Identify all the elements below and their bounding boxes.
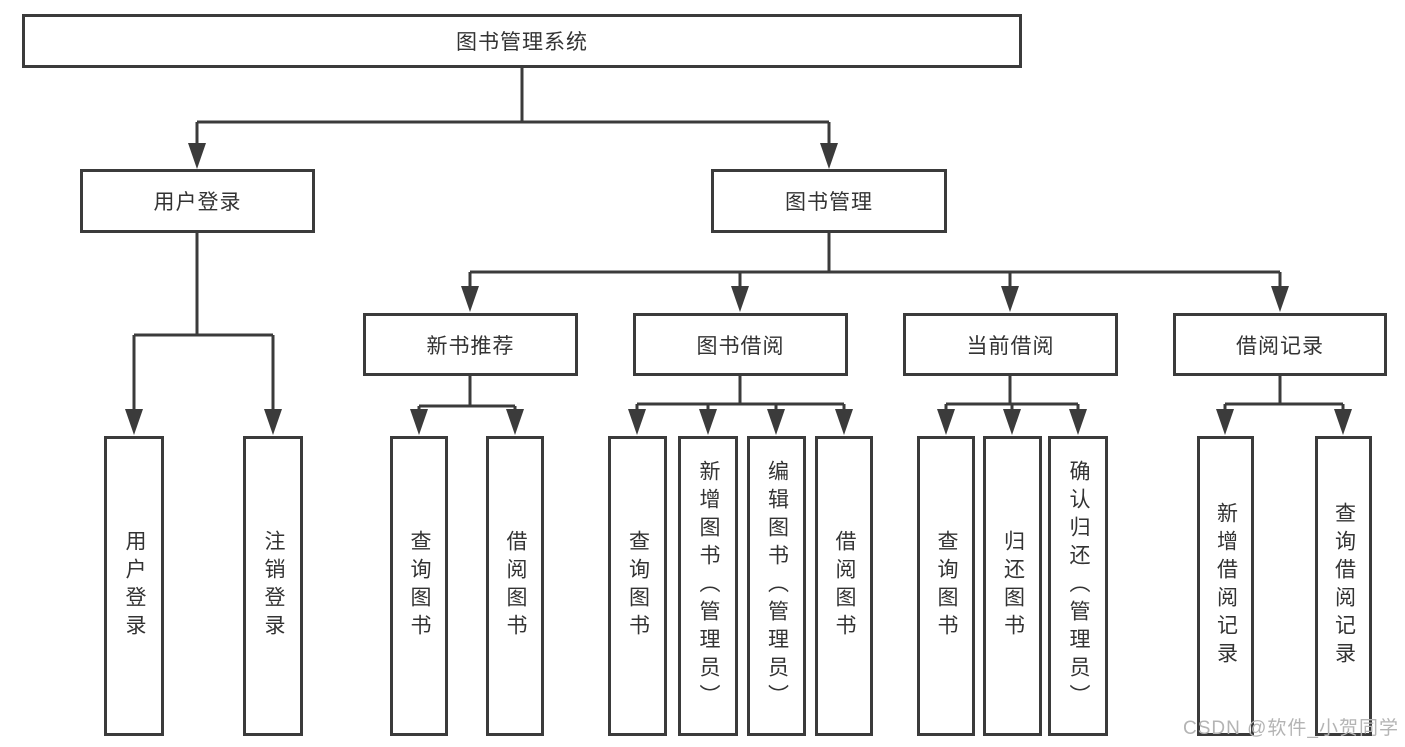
leaf-br-query-record-label: 查询借阅记录 — [1332, 502, 1356, 670]
node-user-login: 用户登录 — [80, 169, 315, 233]
arrowhead-icon — [820, 143, 838, 169]
arrowhead-icon — [1003, 409, 1021, 435]
arrowhead-icon — [1334, 409, 1352, 435]
leaf-bb-query-book: 查询图书 — [608, 436, 667, 736]
node-current-borrow: 当前借阅 — [903, 313, 1118, 376]
node-new-book-recommend-label: 新书推荐 — [426, 334, 515, 358]
arrowhead-icon — [410, 409, 428, 435]
arrowhead-icon — [1216, 409, 1234, 435]
node-current-borrow-label: 当前借阅 — [966, 334, 1055, 358]
leaf-br-add-record: 新增借阅记录 — [1197, 436, 1254, 736]
leaf-logout: 注销登录 — [243, 436, 303, 736]
arrowhead-icon — [699, 409, 717, 435]
leaf-user-login: 用户登录 — [104, 436, 164, 736]
arrowhead-icon — [506, 409, 524, 435]
connector-userlogin-to-leaves — [125, 233, 282, 435]
leaf-bb-add-book-label: 新增图书（管理员） — [697, 460, 720, 712]
connector-newbook-to-leaves — [410, 376, 524, 435]
connector-currentborrow-to-leaves — [937, 376, 1087, 435]
arrowhead-icon — [937, 409, 955, 435]
arrowhead-icon — [1271, 286, 1289, 312]
leaf-bb-query-book-label: 查询图书 — [626, 530, 650, 642]
connector-borrowrecord-to-leaves — [1216, 376, 1352, 435]
node-book-borrow-label: 图书借阅 — [696, 334, 785, 358]
node-new-book-recommend: 新书推荐 — [363, 313, 578, 376]
leaf-cb-query-book: 查询图书 — [917, 436, 975, 736]
node-borrow-records: 借阅记录 — [1173, 313, 1387, 376]
node-book-management: 图书管理 — [711, 169, 947, 233]
arrowhead-icon — [731, 286, 749, 312]
arrowhead-icon — [264, 409, 282, 435]
leaf-cb-return-book-label: 归还图书 — [1001, 530, 1025, 642]
leaf-bb-borrow-book: 借阅图书 — [815, 436, 873, 736]
leaf-logout-label: 注销登录 — [262, 530, 285, 642]
arrowhead-icon — [767, 409, 785, 435]
leaf-br-add-record-label: 新增借阅记录 — [1214, 502, 1238, 670]
arrowhead-icon — [125, 409, 143, 435]
leaf-cb-query-book-label: 查询图书 — [935, 530, 958, 642]
leaf-rec-query-book-label: 查询图书 — [408, 530, 431, 642]
leaf-bb-add-book: 新增图书（管理员） — [678, 436, 738, 736]
leaf-cb-return-book: 归还图书 — [983, 436, 1042, 736]
node-root: 图书管理系统 — [22, 14, 1022, 68]
leaf-rec-query-book: 查询图书 — [390, 436, 448, 736]
leaf-br-query-record: 查询借阅记录 — [1315, 436, 1372, 736]
connector-root-to-level2 — [188, 68, 838, 169]
node-book-borrow: 图书借阅 — [633, 313, 848, 376]
node-user-login-label: 用户登录 — [153, 191, 242, 214]
leaf-cb-confirm-return: 确认归还（管理员） — [1048, 436, 1108, 736]
leaf-rec-borrow-book: 借阅图书 — [486, 436, 544, 736]
leaf-rec-borrow-book-label: 借阅图书 — [504, 530, 527, 642]
leaf-user-login-label: 用户登录 — [123, 530, 146, 642]
arrowhead-icon — [188, 143, 206, 169]
leaf-cb-confirm-return-label: 确认归还（管理员） — [1067, 460, 1090, 712]
node-book-management-label: 图书管理 — [785, 191, 873, 214]
arrowhead-icon — [461, 286, 479, 312]
leaf-bb-edit-book: 编辑图书（管理员） — [747, 436, 806, 736]
arrowhead-icon — [1001, 286, 1019, 312]
arrowhead-icon — [1069, 409, 1087, 435]
csdn-watermark: CSDN @软件_小贺同学 — [1183, 718, 1399, 739]
connector-bookmgmt-to-level3 — [461, 233, 1289, 312]
connector-bookborrow-to-leaves — [628, 376, 853, 435]
leaf-bb-borrow-book-label: 借阅图书 — [833, 530, 856, 642]
arrowhead-icon — [835, 409, 853, 435]
leaf-bb-edit-book-label: 编辑图书（管理员） — [765, 460, 789, 712]
node-root-label: 图书管理系统 — [456, 31, 588, 54]
node-borrow-records-label: 借阅记录 — [1236, 334, 1324, 358]
arrowhead-icon — [628, 409, 646, 435]
